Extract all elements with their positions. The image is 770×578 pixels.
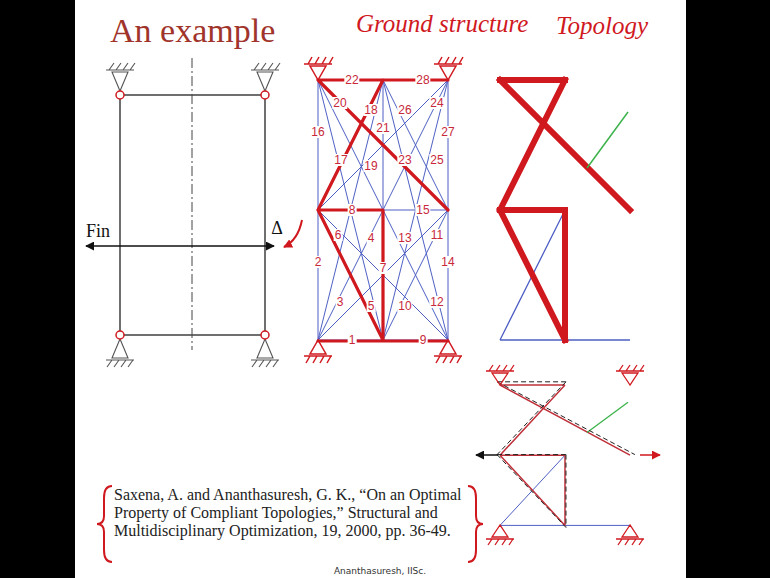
member-number: 18	[363, 104, 378, 116]
member-number: 7	[379, 262, 388, 274]
slide-title: An example	[110, 12, 275, 49]
spring-member	[587, 402, 628, 432]
pin-support	[486, 365, 644, 545]
member-number: 9	[419, 334, 428, 346]
member-number: 5	[367, 300, 376, 312]
force-arrow	[86, 245, 274, 247]
topology-figure	[500, 80, 630, 340]
pin-joint	[116, 91, 124, 99]
member-number: 23	[397, 154, 412, 166]
input-arrow	[476, 454, 498, 456]
member-number: 3	[336, 296, 345, 308]
handwritten-note: Topology	[556, 12, 648, 40]
pin-joint	[261, 91, 269, 99]
member-number: 20	[332, 97, 347, 109]
pin-support	[106, 63, 280, 367]
member-number: 28	[415, 74, 430, 86]
member-number: 12	[429, 296, 444, 308]
member-number: 17	[333, 154, 348, 166]
footer-credit: Ananthasuresh, IISc.	[334, 567, 426, 576]
member-number: 15	[415, 204, 430, 216]
member-number: 19	[363, 160, 378, 172]
member-number: 16	[310, 126, 325, 138]
pin-joint	[116, 331, 124, 339]
member-number: 4	[367, 232, 376, 244]
frame-figure	[86, 58, 302, 367]
member-number: 2	[314, 256, 323, 268]
curly-brace	[97, 486, 483, 562]
citation: Saxena, A. and Ananthasuresh, G. K., “On…	[114, 486, 466, 540]
force-label: Fin	[86, 222, 110, 242]
pin-support	[304, 57, 463, 363]
member-number: 8	[348, 204, 357, 216]
member-number: 25	[429, 154, 444, 166]
member-number: 1	[348, 334, 357, 346]
center-line	[192, 58, 193, 350]
output-arrow	[640, 454, 660, 456]
deformed-member	[497, 382, 635, 528]
member-number: 6	[334, 229, 343, 241]
member-number: 24	[429, 97, 444, 109]
pin-joint	[261, 331, 269, 339]
undeformed-member	[500, 385, 630, 525]
member-number: 21	[375, 122, 390, 134]
member-number: 22	[344, 74, 359, 86]
member-number: 13	[397, 232, 412, 244]
ground-structure	[304, 57, 463, 363]
member-number: 14	[440, 256, 455, 268]
spring-member	[587, 112, 628, 168]
annotation-arrow	[284, 220, 302, 247]
member-number: 11	[430, 229, 444, 241]
deformed-sketch	[476, 365, 660, 545]
member-number: 10	[397, 300, 412, 312]
displacement-label: Δ	[271, 219, 283, 239]
member-number: 26	[397, 104, 412, 116]
member-number: 27	[440, 126, 455, 138]
selected-member	[318, 80, 448, 341]
truss-member	[318, 80, 448, 340]
handwritten-note: Ground structure	[356, 10, 528, 38]
thick-member	[500, 80, 630, 340]
